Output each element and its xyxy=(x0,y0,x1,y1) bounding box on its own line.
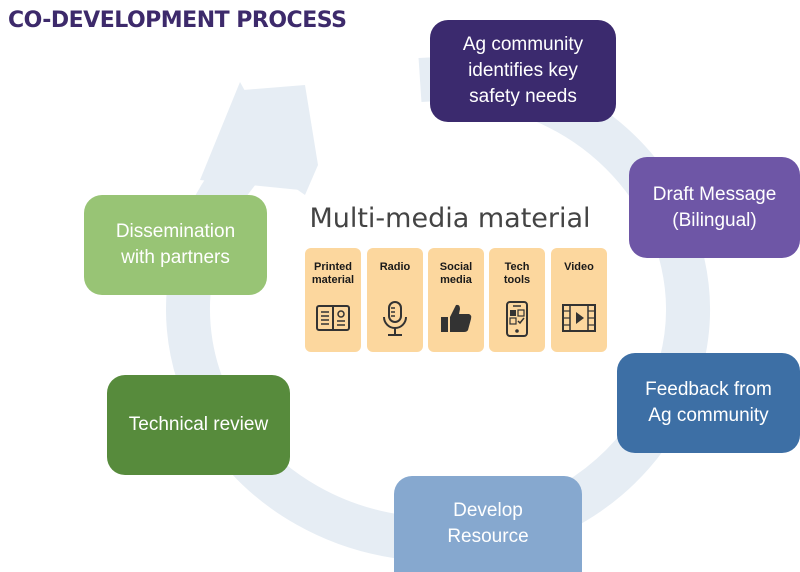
step-draft-message: Draft Message (Bilingual) xyxy=(629,157,800,258)
page-title: CO-DEVELOPMENT PROCESS xyxy=(8,8,347,33)
step-label: Develop Resource xyxy=(447,500,529,547)
step-label: Technical review xyxy=(128,414,269,435)
step-develop-resource: Develop Resource xyxy=(394,476,582,572)
microphone-icon xyxy=(383,301,407,336)
step-label: Dissemination with partners xyxy=(115,221,236,268)
step-technical-review: Technical review xyxy=(107,375,290,475)
media-label: Video xyxy=(564,261,594,273)
cycle-arrowhead xyxy=(243,85,318,195)
media-tech-tools: Tech tools xyxy=(489,248,545,352)
step-feedback: Feedback from Ag community xyxy=(617,353,800,453)
media-label: Tech tools xyxy=(503,261,531,286)
media-label: Printed material xyxy=(311,261,355,286)
media-video: Video xyxy=(551,248,607,352)
book-icon xyxy=(316,305,350,331)
step-dissemination: Dissemination with partners xyxy=(84,195,267,295)
step-label: Ag community identifies key safety needs xyxy=(462,34,584,107)
media-printed-material: Printed material xyxy=(305,248,361,352)
smartphone-icon xyxy=(506,301,528,337)
media-social-media: Social media xyxy=(428,248,484,352)
step-label: Feedback from Ag community xyxy=(645,379,772,426)
multimedia-heading: Multi-media material xyxy=(309,203,591,234)
thumbs-up-icon xyxy=(441,304,472,332)
media-radio: Radio xyxy=(367,248,423,352)
video-play-icon xyxy=(562,304,596,332)
step-identify-needs: Ag community identifies key safety needs xyxy=(430,20,616,122)
media-label: Radio xyxy=(379,261,411,273)
media-label: Social media xyxy=(439,261,473,286)
step-label: Draft Message (Bilingual) xyxy=(652,183,777,231)
